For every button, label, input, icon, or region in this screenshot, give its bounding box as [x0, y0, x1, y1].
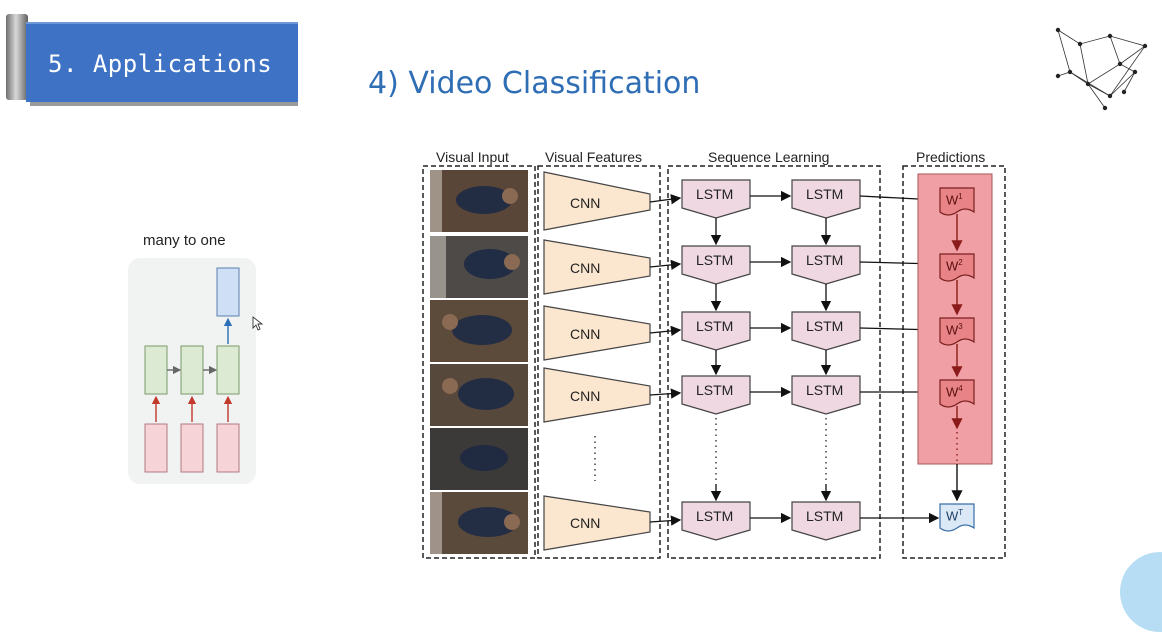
- lstm-block: [681, 375, 751, 415]
- cnn-label: CNN: [570, 195, 601, 211]
- cnn-block: [543, 495, 651, 551]
- column-header-visual-input: Visual Input: [436, 149, 509, 165]
- figure-canvas: [422, 165, 1006, 559]
- mouse-cursor-icon: [252, 316, 264, 331]
- cnn-block: [543, 171, 651, 231]
- network-graph-icon: [1055, 27, 1148, 111]
- column-header-predictions: Predictions: [916, 149, 986, 165]
- lstm-label: LSTM: [806, 186, 844, 202]
- section-badge-label: 5. Applications: [48, 50, 273, 78]
- prediction-flag: [939, 253, 975, 282]
- many-to-one-label: many to one: [143, 232, 226, 249]
- prediction-flags: [939, 187, 975, 408]
- lstm-block: [791, 311, 861, 351]
- cnn-label: CNN: [570, 326, 601, 342]
- lstm-label: LSTM: [806, 318, 844, 334]
- cnn-label: CNN: [570, 260, 601, 276]
- prediction-superscript: 4: [958, 384, 963, 393]
- hidden-node: [144, 345, 168, 395]
- sequence-learning-frame: [667, 165, 881, 559]
- corner-decoration: [1120, 552, 1162, 632]
- prediction-flag: [939, 379, 975, 408]
- lstm-label: LSTM: [696, 252, 734, 268]
- output-node: [216, 267, 240, 317]
- prediction-label: W1: [946, 192, 963, 208]
- prediction-flag-final: [939, 503, 975, 532]
- cnn-label: CNN: [570, 515, 601, 531]
- slide-title: 4) Video Classification: [368, 66, 701, 101]
- cnn-block: [543, 367, 651, 423]
- visual-features-frame: [537, 165, 661, 559]
- badge-panel: 5. Applications: [26, 22, 298, 102]
- prediction-label: W3: [946, 322, 963, 338]
- lstm-label: LSTM: [806, 382, 844, 398]
- cnn-label: CNN: [570, 388, 601, 404]
- prediction-flag: [939, 317, 975, 346]
- predictions-frame: [902, 165, 1006, 559]
- lstm-label: LSTM: [806, 252, 844, 268]
- hidden-node: [216, 345, 240, 395]
- prediction-superscript: 3: [958, 322, 963, 331]
- input-node: [144, 423, 168, 473]
- lstm-block: [791, 375, 861, 415]
- lstm-label: LSTM: [696, 508, 734, 524]
- lstm-label: LSTM: [696, 382, 734, 398]
- prediction-superscript: 2: [958, 258, 963, 267]
- lstm-block: [681, 179, 751, 219]
- lstm-block: [791, 179, 861, 219]
- cnn-block: [543, 239, 651, 295]
- cnn-block: [543, 305, 651, 361]
- lstm-blocks: [681, 179, 861, 541]
- lstm-block: [681, 311, 751, 351]
- lstm-block: [681, 501, 751, 541]
- badge-scroll-roll: [6, 14, 28, 100]
- input-node: [180, 423, 204, 473]
- input-node: [216, 423, 240, 473]
- visual-input-frame: [422, 165, 536, 559]
- hidden-node: [180, 345, 204, 395]
- prediction-label: W2: [946, 258, 963, 274]
- prediction-superscript: 1: [958, 192, 963, 201]
- lstm-label: LSTM: [806, 508, 844, 524]
- prediction-label: W4: [946, 384, 963, 400]
- lstm-block: [791, 501, 861, 541]
- column-header-visual-features: Visual Features: [545, 149, 643, 165]
- lstm-block: [681, 245, 751, 285]
- lstm-block: [791, 245, 861, 285]
- section-badge: 5. Applications: [6, 14, 298, 106]
- cnn-blocks: [543, 171, 651, 551]
- lstm-label: LSTM: [696, 318, 734, 334]
- prediction-label: WT: [946, 508, 964, 524]
- prediction-flag: [939, 187, 975, 216]
- many-to-one-diagram: [144, 267, 240, 473]
- column-header-sequence-learning: Sequence Learning: [708, 149, 830, 165]
- video-frames: [430, 170, 528, 554]
- lstm-label: LSTM: [696, 186, 734, 202]
- prediction-superscript: T: [958, 508, 964, 517]
